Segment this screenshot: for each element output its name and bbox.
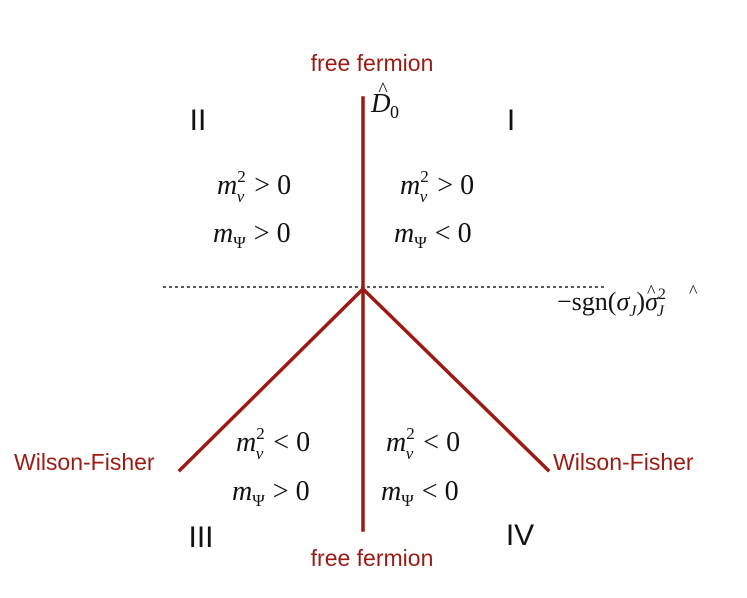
horizontal-axis-sigma-1: σ: [616, 287, 630, 316]
region-I-mpsi-condition: mΨ< 0: [394, 218, 472, 252]
horizontal-axis-sup: 2: [658, 286, 666, 303]
boundary-diagonal-left: [177, 286, 366, 473]
region-IV-mpsi-condition: mΨ< 0: [381, 476, 459, 510]
region-III-mpsi-condition: mΨ> 0: [232, 476, 310, 510]
wilson-fisher-label-right: Wilson-Fisher: [553, 449, 694, 475]
vertical-axis-label: ^ D 0: [370, 79, 399, 122]
horizontal-axis-close: ): [636, 287, 645, 316]
free-fermion-label-top: free fermion: [311, 50, 434, 76]
boundary-diagonal-right: [360, 286, 551, 473]
horizontal-axis-hat-2: ^: [689, 281, 698, 301]
region-label-III: III: [188, 521, 213, 554]
region-II-mpsi-condition: mΨ> 0: [213, 218, 291, 252]
wilson-fisher-label-left: Wilson-Fisher: [14, 449, 155, 475]
horizontal-axis-sub-1: J: [629, 303, 637, 320]
vertical-axis-symbol: D: [370, 88, 391, 118]
vertical-axis-subscript: 0: [390, 102, 399, 122]
horizontal-axis-hat-1: ^: [647, 281, 656, 301]
phase-boundaries: [177, 96, 551, 532]
region-label-IV: IV: [506, 519, 534, 552]
free-fermion-label-bottom: free fermion: [311, 545, 434, 571]
region-label-I: I: [507, 104, 515, 137]
vertical-axis-hat: ^: [378, 79, 388, 101]
horizontal-axis-sgn: sgn(: [572, 287, 617, 316]
horizontal-axis-sub-2: J: [657, 303, 665, 320]
horizontal-axis-minus: −: [557, 287, 572, 316]
horizontal-axis-sigma-2: σ: [645, 287, 659, 316]
region-label-II: II: [190, 104, 207, 137]
